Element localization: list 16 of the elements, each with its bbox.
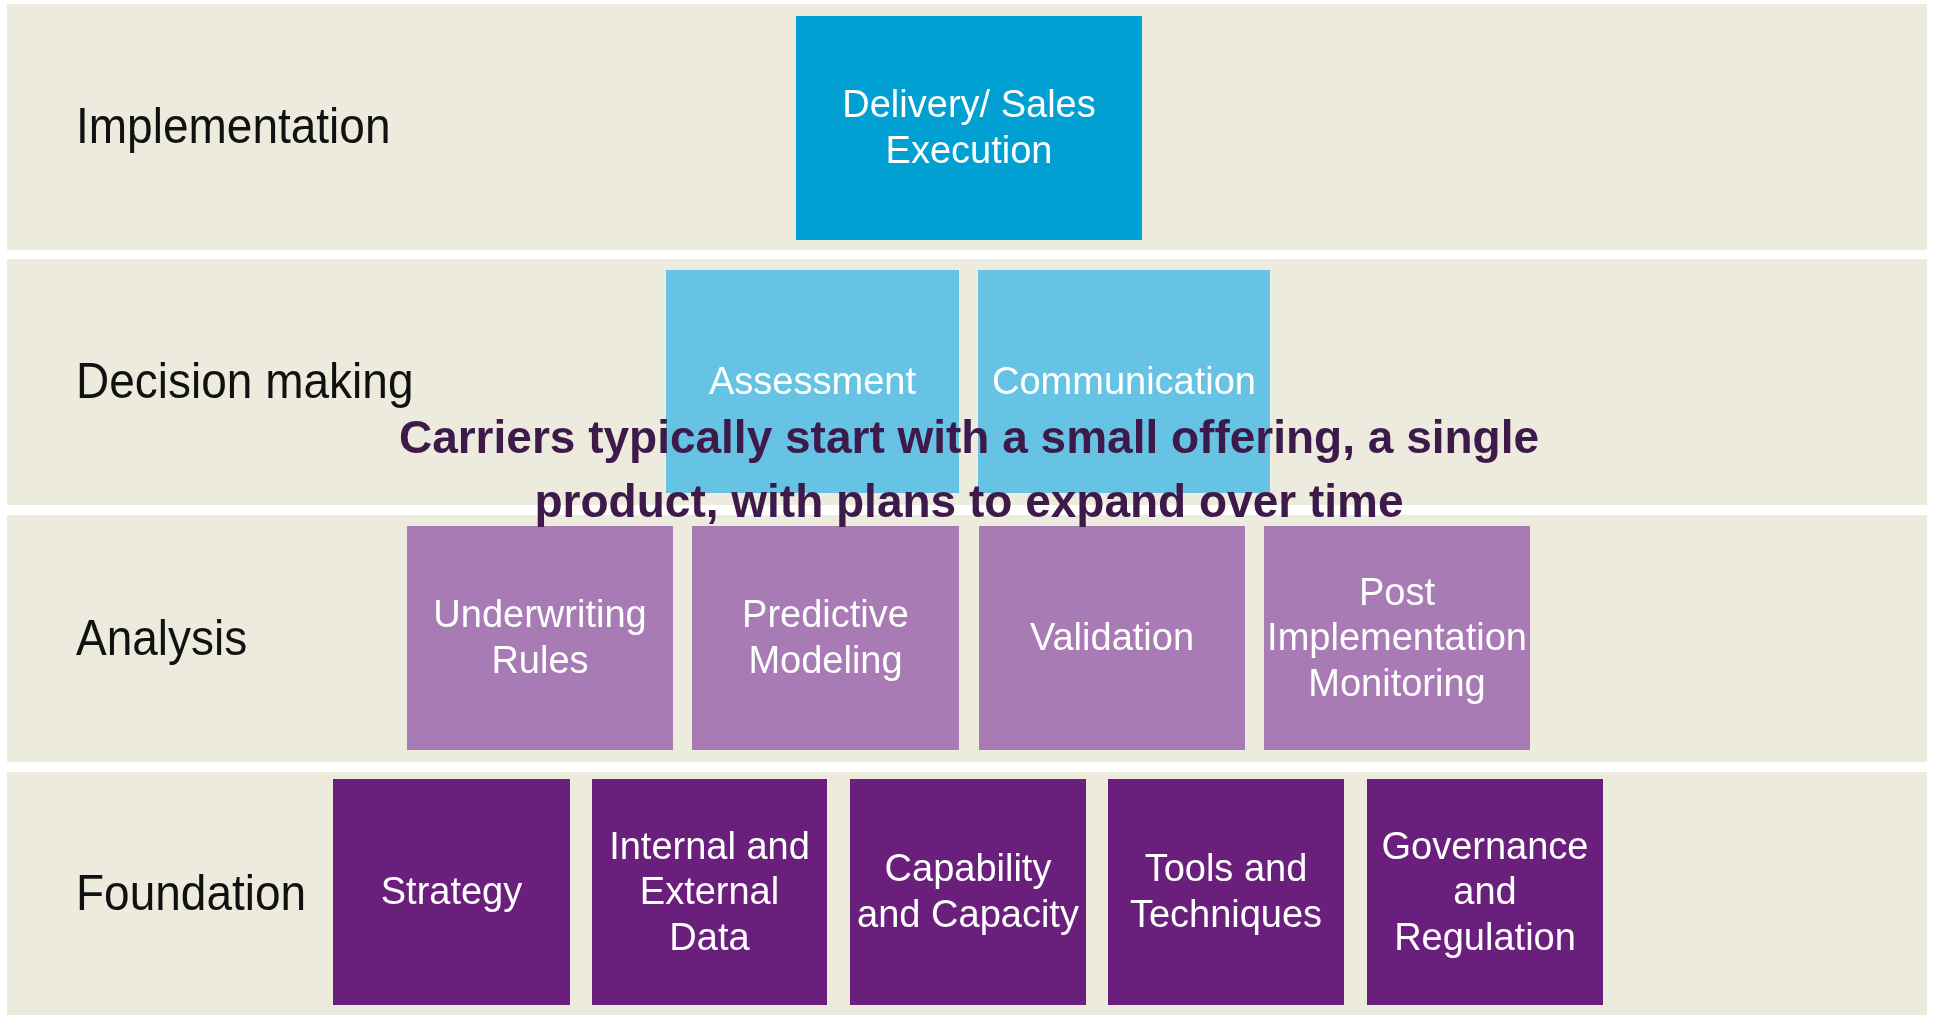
layer-label: Decision making [76, 352, 414, 410]
component-box: Post Implementation Monitoring [1264, 526, 1530, 750]
layer-label: Foundation [76, 863, 307, 922]
layer-band [7, 772, 1927, 1015]
component-box: Governance and Regulation [1367, 779, 1603, 1005]
component-box: Delivery/ Sales Execution [796, 16, 1142, 240]
component-box: Predictive Modeling [692, 526, 959, 750]
component-box: Strategy [333, 779, 570, 1005]
component-box: Validation [979, 526, 1245, 750]
layer-label: Implementation [76, 97, 391, 155]
component-box: Tools and Techniques [1108, 779, 1344, 1005]
component-box: Internal and External Data [592, 779, 827, 1005]
component-box: Capability and Capacity [850, 779, 1086, 1005]
component-box: Underwriting Rules [407, 526, 673, 750]
layer-label: Analysis [76, 608, 248, 667]
layer-band [7, 4, 1927, 250]
